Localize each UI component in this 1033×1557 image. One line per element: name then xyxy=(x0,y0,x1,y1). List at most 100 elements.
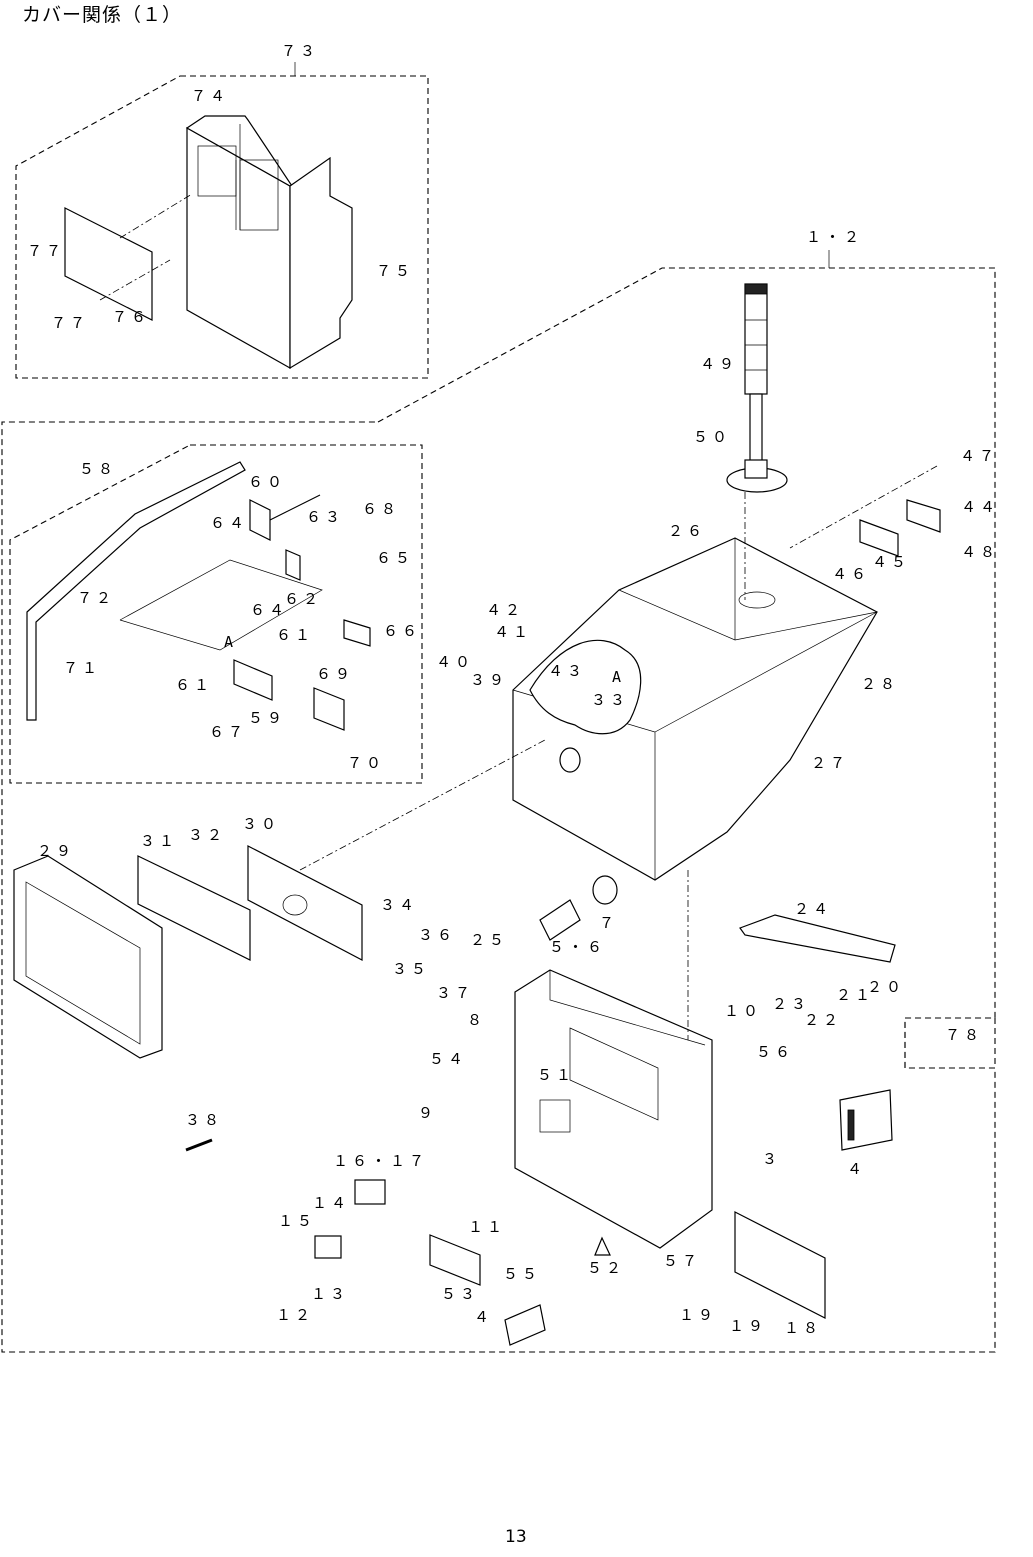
callout-16-17: １６・１７ xyxy=(333,1152,428,1170)
callout-10: １０ xyxy=(724,1002,762,1020)
callout-5-6: ５・６ xyxy=(549,938,606,956)
callout-a-detail-ref: A xyxy=(612,668,625,686)
callout-20: ２０ xyxy=(867,978,905,996)
callout-66: ６６ xyxy=(383,622,421,640)
callout-59: ５９ xyxy=(248,709,286,727)
part-24-bracket xyxy=(740,915,895,962)
part-38-rod xyxy=(186,1140,212,1150)
callout-35: ３５ xyxy=(392,960,430,978)
callout-68: ６８ xyxy=(362,500,400,518)
callout-41: ４１ xyxy=(494,623,532,641)
group-box-1-2 xyxy=(2,250,995,1352)
callout-75: ７５ xyxy=(376,262,414,280)
callout-8: ８ xyxy=(467,1011,486,1029)
callout-77: ７７ xyxy=(51,314,89,332)
callout-61: ６１ xyxy=(276,626,314,644)
part-16-17-button xyxy=(355,1180,385,1204)
page-number: 13 xyxy=(505,1527,527,1547)
callout-69: ６９ xyxy=(316,665,354,683)
part-59-plate xyxy=(234,660,272,700)
callout-67: ６７ xyxy=(209,723,247,741)
callout-39: ３９ xyxy=(470,671,508,689)
callout-49: ４９ xyxy=(700,355,738,373)
callout-31: ３１ xyxy=(140,832,178,850)
part-62-bracket xyxy=(286,550,300,580)
callout-13: １３ xyxy=(311,1285,349,1303)
callout-18: １８ xyxy=(784,1319,822,1337)
callout-14: １４ xyxy=(312,1194,350,1212)
callout-32: ３２ xyxy=(188,826,226,844)
part-44-bracket xyxy=(907,500,940,532)
callout-63: ６３ xyxy=(306,508,344,526)
callout-9: ９ xyxy=(418,1104,437,1122)
callout-58: ５８ xyxy=(79,460,117,478)
callout-22: ２２ xyxy=(804,1011,842,1029)
callout-30: ３０ xyxy=(242,815,280,833)
callout-50: ５０ xyxy=(693,428,731,446)
callout-65: ６５ xyxy=(376,549,414,567)
callout-a-detail: A xyxy=(224,633,237,651)
part-45-sensor xyxy=(860,520,898,556)
callout-3: ３ xyxy=(762,1150,781,1168)
callout-55: ５５ xyxy=(503,1265,541,1283)
callout-54: ５４ xyxy=(429,1050,467,1068)
callout-40: ４０ xyxy=(436,653,474,671)
callout-44: ４４ xyxy=(961,498,999,516)
callout-37: ３７ xyxy=(436,984,474,1002)
part-74-cover xyxy=(187,116,352,368)
callout-24: ２４ xyxy=(794,900,832,918)
part-66-switch xyxy=(344,620,370,646)
callout-1-2: １・２ xyxy=(806,228,863,246)
callout-33: ３３ xyxy=(591,691,629,709)
callout-52: ５２ xyxy=(587,1259,625,1277)
callout-71: ７１ xyxy=(63,659,101,677)
callout-36: ３６ xyxy=(418,926,456,944)
callout-4: ４ xyxy=(474,1308,493,1326)
callout-64: ６４ xyxy=(210,514,248,532)
callout-42: ４２ xyxy=(486,601,524,619)
part-18-cover-plate xyxy=(735,1212,825,1318)
part-76-plate xyxy=(65,208,152,320)
callout-78: ７８ xyxy=(945,1026,983,1044)
part-26-main-cover xyxy=(513,538,877,880)
callout-43: ４３ xyxy=(548,662,586,680)
callout-62: ６２ xyxy=(284,590,322,608)
part-53-label xyxy=(430,1235,480,1285)
callout-53: ５３ xyxy=(441,1285,479,1303)
callout-19: １９ xyxy=(729,1317,767,1335)
callout-46: ４６ xyxy=(832,565,870,583)
part-49-signal-tower xyxy=(727,284,787,492)
callout-77: ７７ xyxy=(27,242,65,260)
part-60-bracket xyxy=(250,500,270,540)
callout-12: １２ xyxy=(276,1306,314,1324)
callout-25: ２５ xyxy=(470,931,508,949)
callout-4: ４ xyxy=(847,1160,866,1178)
callout-15: １５ xyxy=(278,1212,316,1230)
callout-28: ２８ xyxy=(861,675,899,693)
callout-72: ７２ xyxy=(77,589,115,607)
callout-29: ２９ xyxy=(37,842,75,860)
callout-73: ７３ xyxy=(281,42,319,60)
callout-64: ６４ xyxy=(250,601,288,619)
part-52-warning-label xyxy=(595,1238,610,1255)
callout-51: ５１ xyxy=(537,1066,575,1084)
callout-11: １１ xyxy=(468,1218,506,1236)
callout-45: ４５ xyxy=(872,553,910,571)
callout-47: ４７ xyxy=(960,447,998,465)
part-57-base-box xyxy=(515,970,712,1248)
callout-61: ６１ xyxy=(175,676,213,694)
part-69-plate xyxy=(314,688,344,730)
callout-27: ２７ xyxy=(811,754,849,772)
part-30-bracket xyxy=(248,846,362,960)
callout-74: ７４ xyxy=(191,87,229,105)
callout-34: ３４ xyxy=(380,896,418,914)
callout-7: ７ xyxy=(599,914,618,932)
callout-60: ６０ xyxy=(248,473,286,491)
callout-76: ７６ xyxy=(112,308,150,326)
callout-19: １９ xyxy=(679,1306,717,1324)
part-14-button xyxy=(315,1236,341,1258)
callout-48: ４８ xyxy=(961,543,999,561)
callout-56: ５６ xyxy=(756,1043,794,1061)
callout-38: ３８ xyxy=(185,1111,223,1129)
